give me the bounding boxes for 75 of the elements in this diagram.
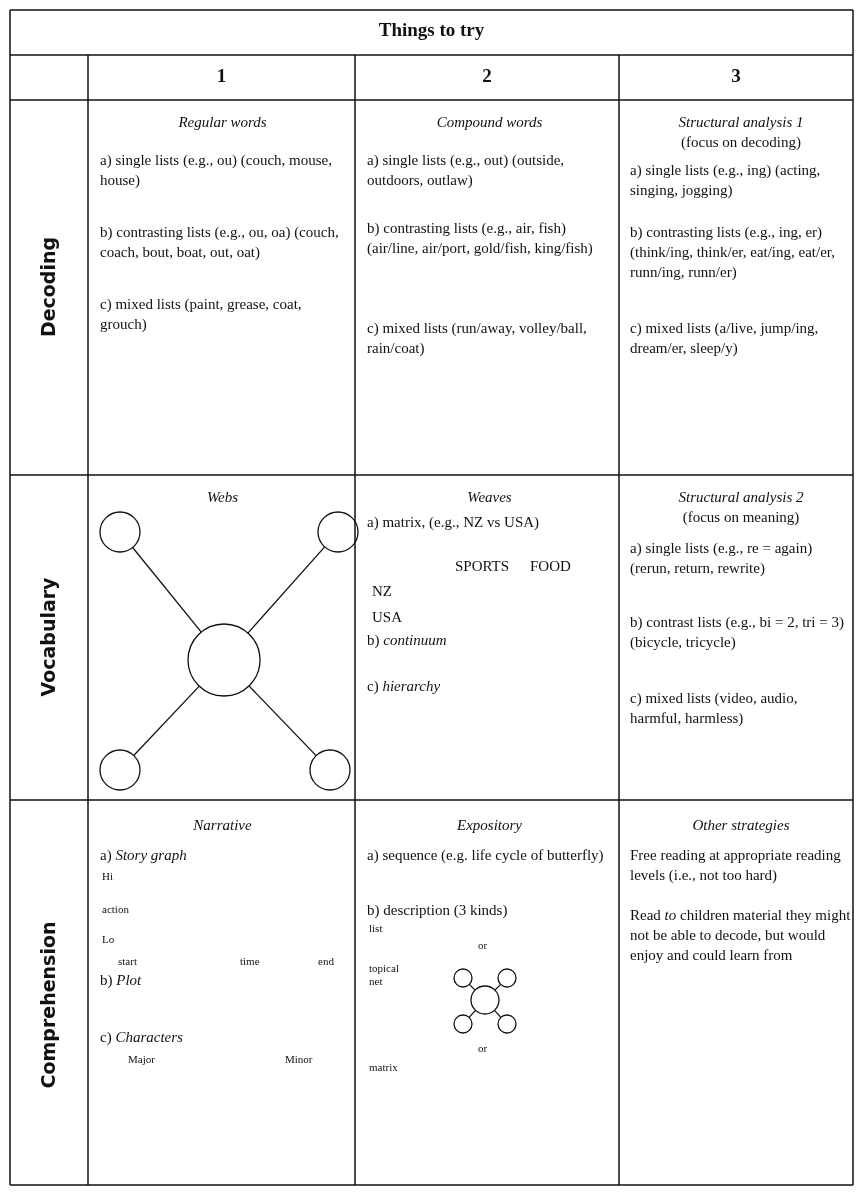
table-title: Things to try: [377, 20, 486, 40]
web-circle: [453, 1014, 473, 1034]
cell-text: Read to children material they might not be able to decode, but would enjoy and could learn from: [630, 906, 852, 965]
connector-line: [247, 546, 326, 634]
web-circle: [453, 968, 473, 988]
axis-label: Minor: [285, 1053, 313, 1066]
axis-label: start: [118, 955, 137, 968]
web-circle: [317, 511, 359, 553]
axis-label: Hi: [102, 870, 113, 883]
cell-text: c) mixed lists (video, audio, harmful, harmless): [630, 689, 799, 728]
row-heading: Vocabulary: [38, 576, 58, 699]
diagram-label: topical net: [369, 962, 400, 988]
cell-text: a) single lists (e.g., ou) (couch, mouse, house): [100, 151, 334, 190]
axis-label: Major: [128, 1053, 155, 1066]
cell-text: b) contrasting lists (e.g., air, fish) (air/line, air/port, gold/fish, king/fish): [367, 219, 594, 258]
cell-heading: Other strategies: [691, 816, 791, 835]
connector-line: [468, 983, 476, 991]
cell-text: (focus on meaning): [681, 508, 801, 527]
cell-heading: Expository: [456, 816, 523, 835]
connector-line: [248, 685, 317, 757]
row-heading: Comprehension: [38, 920, 58, 1091]
axis-label: end: [318, 955, 334, 968]
cell-text: a) single lists (e.g., out) (outside, outdoors, outlaw): [367, 151, 566, 190]
web-circle: [470, 985, 500, 1015]
axis-label: time: [240, 955, 260, 968]
axis-label: action: [102, 903, 129, 916]
column-number: 1: [215, 66, 228, 86]
matrix-heading: USA: [372, 608, 402, 627]
cell-text: a) sequence (e.g. life cycle of butterfly): [367, 846, 605, 865]
matrix-heading: NZ: [372, 582, 392, 601]
web-circle: [99, 749, 141, 791]
cell-text: b) continuum: [367, 631, 448, 650]
cell-heading: Narrative: [192, 816, 253, 835]
cell-heading: Regular words: [177, 113, 268, 132]
cell-text: b) contrasting lists (e.g., ing, er) (think/ing, think/er, eat/ing, eat/er, runn/ing, runn/er): [630, 223, 836, 282]
column-number: 2: [481, 66, 493, 86]
cell-text: a) matrix, (e.g., NZ vs USA): [367, 513, 541, 532]
cell-text: c) mixed lists (run/away, volley/ball, rain/coat): [367, 319, 588, 358]
cell-heading: Webs: [205, 488, 240, 507]
connector-line: [131, 546, 202, 633]
axis-label: Lo: [102, 933, 115, 946]
cell-text: b) Plot: [100, 971, 143, 990]
diagram-label: or: [478, 939, 488, 952]
connector-line: [468, 1009, 477, 1018]
cell-text: c) mixed lists (a/live, jump/ing, dream/er, sleep/y): [630, 319, 820, 358]
connector-line: [493, 1009, 502, 1018]
row-heading: Decoding: [38, 235, 58, 340]
cell-heading: Compound words: [435, 113, 544, 132]
cell-text: c) hierarchy: [367, 677, 442, 696]
cell-heading: Weaves: [466, 488, 513, 507]
cell-text: c) mixed lists (paint, grease, coat, grouch): [100, 295, 303, 334]
cell-text: c) Characters: [100, 1028, 184, 1047]
diagram-label: list: [369, 922, 383, 935]
web-circle: [99, 511, 141, 553]
diagram-label: matrix: [369, 1061, 398, 1074]
column-number: 3: [730, 66, 742, 86]
cell-text: b) contrasting lists (e.g., ou, oa) (couch, coach, bout, boat, out, oat): [100, 223, 340, 262]
cell-text: Free reading at appropriate reading levels (i.e., not too hard): [630, 846, 842, 885]
diagram-label: or: [478, 1042, 488, 1055]
connector-line: [494, 983, 502, 991]
cell-heading: Structural analysis 2: [677, 488, 805, 507]
cell-text: a) Story graph: [100, 846, 188, 865]
cell-text: a) single lists (e.g., re = again) (rerun, return, rewrite): [630, 539, 814, 578]
web-circle: [187, 623, 261, 697]
cell-text: a) single lists (e.g., ing) (acting, singing, jogging): [630, 161, 822, 200]
cell-text: b) contrast lists (e.g., bi = 2, tri = 3) (bicycle, tricycle): [630, 613, 845, 652]
web-circle: [309, 749, 351, 791]
matrix-heading: SPORTS: [455, 557, 510, 576]
web-circle: [497, 1014, 517, 1034]
cell-text: (focus on decoding): [680, 133, 802, 152]
web-circle: [497, 968, 517, 988]
connector-line: [133, 685, 200, 757]
cell-text: b) description (3 kinds): [367, 901, 509, 920]
cell-heading: Structural analysis 1: [677, 113, 805, 132]
matrix-heading: FOOD: [530, 557, 571, 576]
